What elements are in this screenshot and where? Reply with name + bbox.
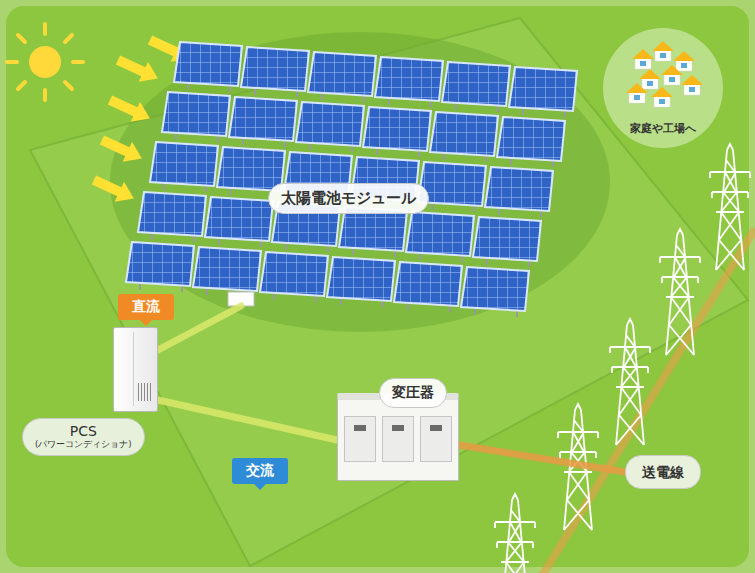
solar-module-area: 太陽電池モジュール bbox=[130, 30, 590, 306]
sun-icon bbox=[7, 24, 83, 100]
house-icons bbox=[626, 41, 703, 107]
pcs-label: PCS bbox=[35, 424, 132, 439]
destination-circle: 家庭や工場へ bbox=[603, 28, 723, 148]
pcs-label-pill: PCS(パワーコンディショナ) bbox=[22, 418, 145, 456]
module-label: 太陽電池モジュール bbox=[268, 183, 429, 214]
power-cable bbox=[158, 400, 337, 440]
pcs-sublabel: (パワーコンディショナ) bbox=[35, 439, 132, 449]
transformer-panel bbox=[420, 416, 452, 462]
transmission-line-label-box: 送電線 bbox=[625, 455, 701, 489]
transformer-box: 変圧器 bbox=[337, 393, 459, 481]
transformer-panel bbox=[382, 416, 414, 462]
transformer-panel bbox=[344, 416, 376, 462]
pcs-cabinet: PCS(パワーコンディショナ) bbox=[113, 327, 158, 412]
power-cable bbox=[459, 445, 625, 472]
transmission-line-label: 送電線 bbox=[642, 464, 684, 480]
cabinet-vent bbox=[138, 383, 152, 401]
cabinet-door bbox=[117, 332, 134, 406]
transmission-towers bbox=[495, 144, 750, 573]
power-line-band bbox=[515, 229, 755, 573]
solar-panel-array bbox=[126, 42, 577, 317]
transformer-label: 変圧器 bbox=[379, 378, 447, 408]
destination-bubble bbox=[603, 28, 723, 148]
current-type-tag: 交流 bbox=[232, 458, 288, 484]
destination-label: 家庭や工場へ bbox=[630, 121, 696, 136]
current-type-tag: 直流 bbox=[118, 294, 174, 320]
